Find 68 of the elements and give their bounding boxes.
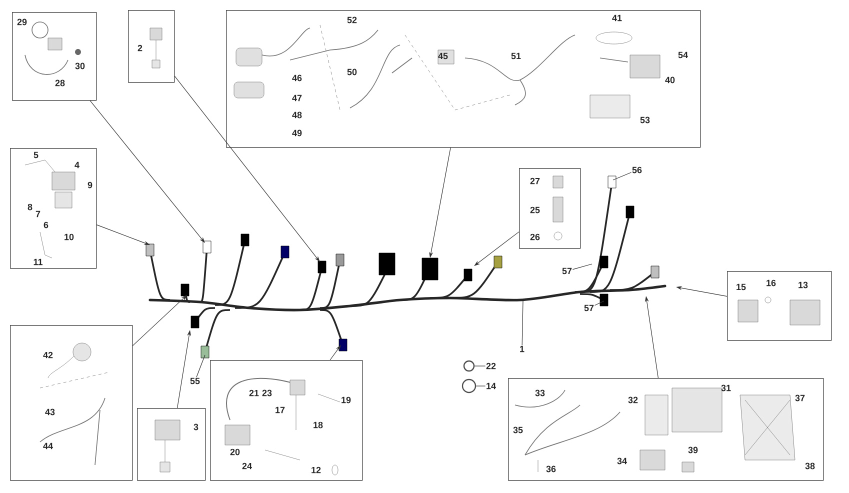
arrow (132, 295, 187, 346)
callout-number: 2 (138, 44, 142, 52)
callout-number: 31 (721, 384, 731, 392)
arrow (330, 345, 341, 360)
callout-number: 49 (292, 130, 302, 136)
callout-number: 38 (805, 462, 815, 470)
callout-number: 43 (45, 408, 55, 416)
callout-number: 8 (28, 204, 32, 210)
leader-line (572, 264, 592, 270)
leader-line (594, 300, 604, 306)
callout-number: 41 (612, 14, 622, 22)
callout-number: 10 (64, 234, 74, 240)
callout-number: 50 (347, 68, 357, 76)
callout-number: 20 (230, 448, 240, 456)
callout-number: 27 (530, 178, 540, 184)
callout-number: 52 (347, 16, 357, 24)
callout-number: 15 (736, 284, 746, 290)
callout-number: 23 (262, 390, 272, 396)
callout-number: 4 (74, 162, 80, 168)
leader-line (522, 300, 524, 346)
callout-number: 30 (75, 62, 85, 70)
callout-number: 25 (530, 206, 540, 214)
callout-number: 40 (665, 76, 675, 84)
callout-number: 12 (312, 466, 321, 474)
callout-number: 48 (292, 112, 302, 118)
arrow (474, 232, 520, 266)
leader-line (612, 172, 632, 180)
callout-number: 6 (44, 222, 48, 228)
callout-number: 35 (513, 426, 523, 434)
callout-number: 7 (36, 210, 40, 218)
callout-number: 47 (292, 94, 302, 102)
ring-drawing (462, 378, 476, 394)
callout-number: 32 (628, 396, 638, 404)
callout-number: 36 (546, 466, 556, 472)
callout-number: 17 (276, 406, 285, 414)
arrow (90, 100, 205, 243)
callout-number: 16 (766, 280, 776, 286)
callout-number: 13 (798, 282, 808, 288)
callout-number: 5 (34, 152, 38, 158)
wiring-harness-drawing (146, 176, 666, 358)
callout-number: 54 (678, 52, 688, 58)
arrow (174, 76, 320, 262)
callout-number: 45 (438, 52, 448, 60)
callout-number: 56 (632, 166, 642, 174)
callout-number: 46 (292, 74, 302, 82)
callout-number: 11 (34, 258, 42, 266)
callout-number: 3 (194, 424, 198, 430)
callout-number: 9 (88, 182, 92, 188)
callout-number: 19 (342, 396, 351, 404)
callout-number: 34 (617, 458, 627, 464)
ring-drawing (463, 360, 475, 372)
callout-number: 28 (55, 80, 65, 86)
callout-number: 24 (242, 462, 252, 470)
callout-number: 33 (535, 390, 545, 396)
callout-number: 21 (249, 390, 259, 396)
callout-number: 22 (486, 362, 496, 370)
callout-number: 51 (511, 52, 521, 60)
callout-number: 55 (190, 378, 200, 384)
callout-number: 44 (43, 442, 53, 450)
callout-number: 26 (530, 234, 540, 240)
callout-number: 53 (640, 116, 650, 124)
callout-number: 39 (688, 446, 698, 454)
callout-number: 14 (486, 382, 496, 390)
callout-number: 37 (795, 394, 805, 402)
leader-line (196, 354, 206, 378)
callout-number: 29 (17, 18, 27, 26)
callout-number: 18 (314, 422, 323, 428)
callout-number: 42 (43, 352, 53, 358)
